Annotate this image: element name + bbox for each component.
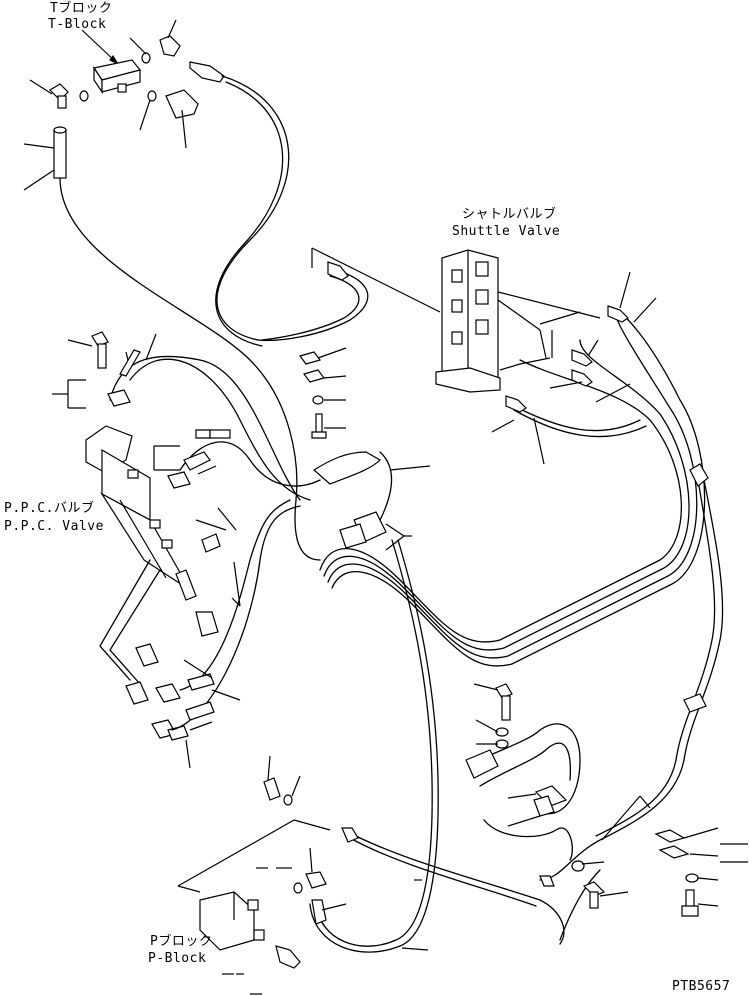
t-block-assembly (23, 19, 225, 191)
p-block-assembly (177, 755, 429, 995)
p-block-label-en: P-Block (148, 951, 206, 966)
shuttle-valve-label-jp: シャトルバルブ (462, 206, 557, 222)
hydraulic-hoses (59, 75, 724, 953)
t-block-label-en: T-Block (48, 17, 106, 32)
shuttle-valve-label-en: Shuttle Valve (452, 224, 560, 239)
ppc-valve-label-en: P.P.C. Valve (4, 519, 104, 534)
clamps-and-bolts-middle (298, 347, 431, 551)
shuttle-valve (311, 247, 709, 713)
lower-right-hose-assembly (465, 683, 748, 917)
drawing-code: PTB5657 (672, 979, 730, 994)
callout-labels: Tブロック T-Block シャトルバルブ Shuttle Valve P.P.… (4, 0, 730, 994)
t-block-label-jp: Tブロック (50, 0, 112, 16)
ppc-valve-label-jp: P.P.C.バルブ (4, 500, 94, 516)
p-block-label-jp: Pブロック (150, 933, 212, 949)
ppc-valve (52, 331, 301, 769)
